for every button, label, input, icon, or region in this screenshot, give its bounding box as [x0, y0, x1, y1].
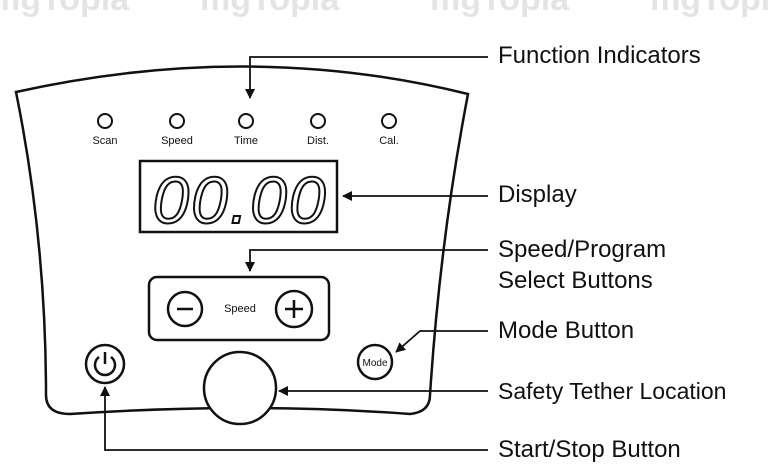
indicator-scan-light — [97, 113, 113, 129]
console-panel — [14, 65, 470, 416]
power-icon — [93, 356, 117, 377]
indicator-scan-label: Scan — [92, 135, 117, 147]
speed-select-label: Speed — [224, 303, 256, 315]
indicator-speed-light — [169, 113, 185, 129]
indicator-cal-label: Cal. — [379, 135, 399, 147]
callout-safety-tether: Safety Tether Location — [498, 378, 727, 404]
function-indicators: Scan Speed Time Dist. Cal. — [92, 113, 399, 147]
callout-function-indicators: Function Indicators — [498, 42, 701, 69]
speed-plus-button[interactable] — [274, 289, 314, 329]
indicator-cal-light — [381, 113, 397, 129]
display-readout: 00.00 — [152, 163, 327, 237]
callout-speed-program-line1: Speed/Program — [498, 236, 667, 263]
watermark-text: mgTopia — [650, 0, 768, 18]
leader-start-stop — [100, 386, 488, 451]
indicator-time-label: Time — [234, 135, 258, 147]
leader-function-indicators — [245, 56, 488, 99]
start-stop-button[interactable] — [84, 343, 126, 385]
watermark: mgTopia mgTopia mgTopia mgTopia — [0, 0, 768, 18]
watermark-text: mgTopia — [0, 0, 130, 18]
speed-minus-button[interactable] — [166, 290, 204, 328]
mode-button-circle[interactable] — [356, 343, 394, 381]
leader-speed-program — [245, 249, 488, 272]
mode-button-label: Mode — [362, 358, 387, 369]
callout-mode-button: Mode Button — [498, 317, 635, 344]
indicator-dist-label: Dist. — [307, 135, 329, 147]
callout-speed-program-line2: Select Buttons — [498, 267, 653, 294]
indicator-dist-light — [310, 113, 326, 129]
safety-tether-location — [202, 350, 278, 426]
watermark-text: mgTopia — [430, 0, 570, 18]
callout-display: Display — [498, 181, 577, 208]
mode-button[interactable]: Mode — [356, 343, 394, 381]
display-window — [138, 159, 339, 234]
watermark-text: mgTopia — [200, 0, 340, 18]
leader-mode-button — [395, 330, 488, 353]
callout-start-stop: Start/Stop Button — [498, 436, 681, 463]
callout-leaders — [100, 56, 488, 451]
indicator-time-light — [238, 113, 254, 129]
indicator-speed-label: Speed — [161, 135, 193, 147]
